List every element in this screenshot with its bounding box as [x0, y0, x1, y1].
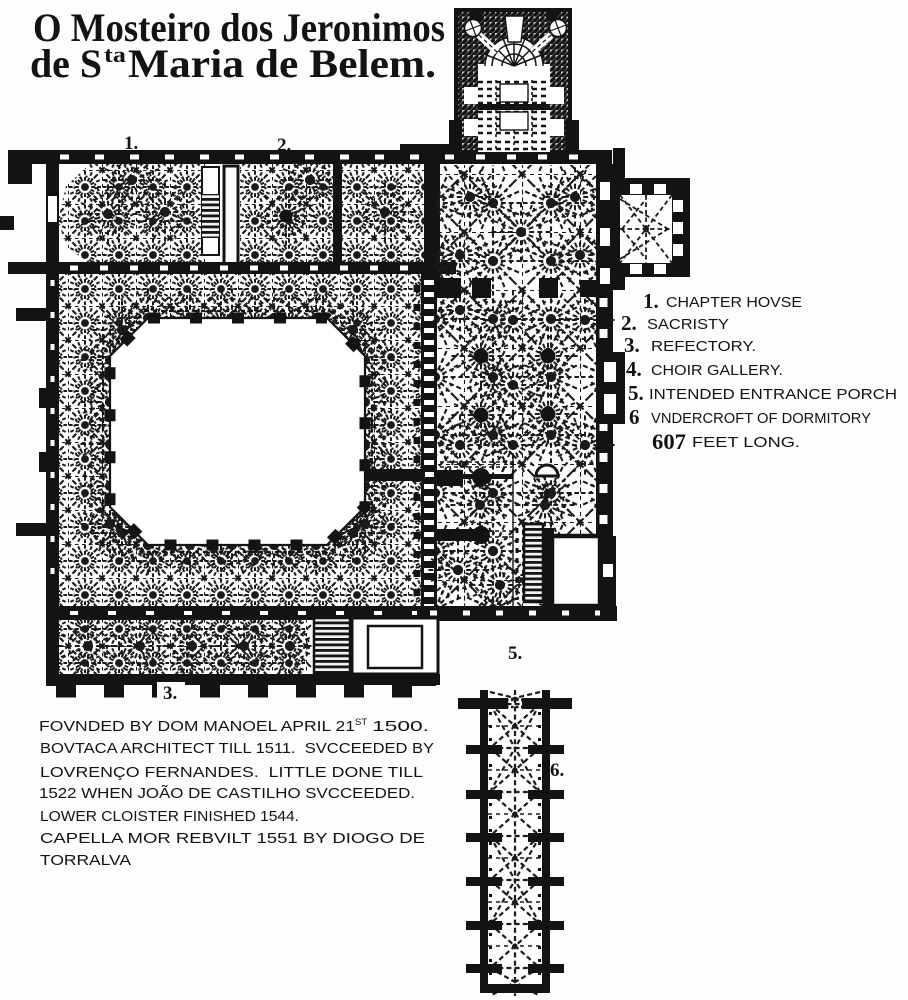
svg-text:VNDERCROFT OF DORMITORY: VNDERCROFT OF DORMITORY [651, 411, 871, 427]
svg-text:1522 WHEN JOÃO DE CASTILHO SVC: 1522 WHEN JOÃO DE CASTILHO SVCCEEDED. [39, 785, 415, 802]
svg-text:SACRISTY: SACRISTY [647, 317, 729, 333]
svg-text:de S: de S [30, 41, 102, 86]
svg-text:2.: 2. [621, 311, 637, 335]
svg-text:BOVTACA ARCHITECT TILL 1511.: BOVTACA ARCHITECT TILL 1511. SVCCEEDED B… [40, 740, 434, 757]
svg-text:INTENDED ENTRANCE PORCH: INTENDED ENTRANCE PORCH [649, 387, 897, 403]
svg-text:CAPELLA MOR REBVILT 1551 BY DI: CAPELLA MOR REBVILT 1551 BY DIOGO DE [40, 830, 425, 847]
svg-text:1.: 1. [643, 289, 659, 313]
svg-text:4: 4 [540, 485, 550, 506]
svg-text:TORRALVA: TORRALVA [40, 852, 131, 869]
svg-text:FOVNDED BY DOM MANOEL APRIL 21: FOVNDED BY DOM MANOEL APRIL 21 [39, 718, 355, 735]
svg-text:3.: 3. [163, 683, 177, 704]
svg-text:LOVRENÇO FERNANDES. LITTLE DO: LOVRENÇO FERNANDES. LITTLE DONE TILL [40, 764, 423, 781]
svg-text:5.: 5. [628, 381, 644, 405]
svg-text:1500.: 1500. [372, 718, 429, 735]
svg-text:607: 607 [652, 429, 686, 454]
svg-text:3.: 3. [624, 333, 640, 357]
svg-text:5.: 5. [508, 643, 522, 664]
svg-text:LOWER CLOISTER FINISHED 1544.: LOWER CLOISTER FINISHED 1544. [40, 808, 299, 825]
svg-text:6.: 6. [550, 760, 564, 781]
svg-text:4.: 4. [626, 357, 642, 381]
svg-text:ST: ST [355, 717, 367, 728]
svg-text:CHAPTER HOVSE: CHAPTER HOVSE [666, 295, 802, 311]
svg-text:1.: 1. [124, 133, 138, 154]
svg-text:6: 6 [629, 405, 640, 429]
svg-text:Maria de Belem.: Maria de Belem. [128, 41, 436, 86]
svg-text:FEET LONG.: FEET LONG. [692, 435, 800, 451]
svg-text:2.: 2. [277, 135, 291, 156]
svg-text:CHOIR GALLERY.: CHOIR GALLERY. [651, 363, 783, 379]
svg-text:O Mosteiro dos Jeronimos: O Mosteiro dos Jeronimos [33, 5, 445, 50]
svg-text:ta: ta [104, 42, 126, 67]
svg-text:REFECTORY.: REFECTORY. [651, 339, 756, 355]
